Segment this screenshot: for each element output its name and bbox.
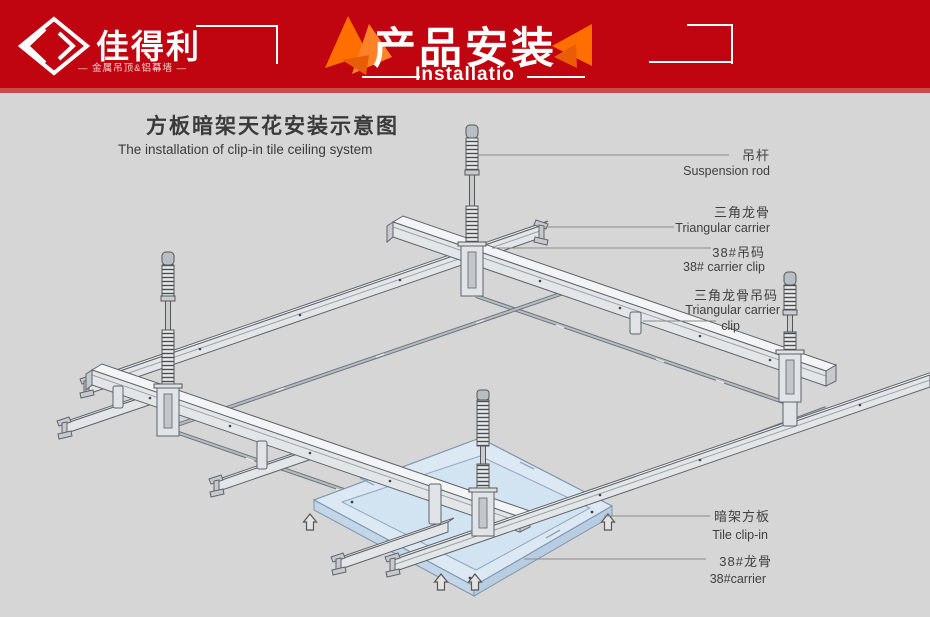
label-carrier-clip-38-cn: 38#吊码 [712, 245, 765, 260]
decor-bracket-left [196, 25, 278, 64]
triangular-carrier-clips [112, 311, 798, 525]
suspension-rod-4 [468, 389, 498, 537]
triangular-carrier-segment-3 [330, 517, 455, 576]
install-direction-arrows [302, 513, 616, 591]
banner-title: 产品安装 [373, 25, 557, 73]
label-triangular-carrier-clip-cn: 三角龙骨吊码 [694, 288, 778, 303]
label-suspension-rod-en: Suspension rod [683, 164, 770, 178]
diagram-title-en: The installation of clip-in tile ceiling… [118, 142, 372, 157]
decor-triangles-icon [325, 16, 592, 78]
decor-bracket-right-line [649, 61, 731, 63]
banner-subtitle: Installatio [415, 64, 515, 85]
label-tile-clip-in-en: Tile clip-in [712, 528, 768, 542]
label-suspension-rod-cn: 吊杆 [742, 148, 770, 163]
label-triangular-carrier-en: Triangular carrier [675, 221, 770, 235]
label-triangular-carrier-clip-en: Triangular carrier [685, 303, 780, 317]
company-logo-icon [17, 16, 91, 76]
company-tagline: — 金属吊顶&铝幕墙 — [78, 63, 188, 74]
company-name: 佳得利 [96, 28, 201, 65]
installation-diagram: 方板暗架天花安装示意图 The installation of clip-in … [0, 93, 930, 617]
suspension-rod-2 [153, 251, 183, 437]
banner: 佳得利 — 金属吊顶&铝幕墙 — 产品安装 Installatio [0, 0, 930, 93]
suspension-rod-1 [457, 124, 487, 297]
label-carrier-clip-38-en: 38# carrier clip [683, 260, 765, 274]
decor-bracket-right [687, 24, 733, 64]
diagram-title-cn: 方板暗架天花安装示意图 [146, 114, 399, 138]
banner-bottom-strip [0, 88, 930, 93]
suspension-rod-3 [775, 271, 805, 403]
label-carrier-38-en: 38#carrier [710, 572, 766, 586]
leader-lines [478, 154, 729, 560]
label-tile-clip-in-cn: 暗架方板 [714, 509, 770, 524]
label-triangular-carrier-clip-en2: clip [721, 319, 740, 333]
label-carrier-38-cn: 38#龙骨 [719, 554, 772, 569]
part-labels: 吊杆 Suspension rod 三角龙骨 Triangular carrie… [675, 148, 780, 586]
label-triangular-carrier-cn: 三角龙骨 [714, 205, 770, 220]
